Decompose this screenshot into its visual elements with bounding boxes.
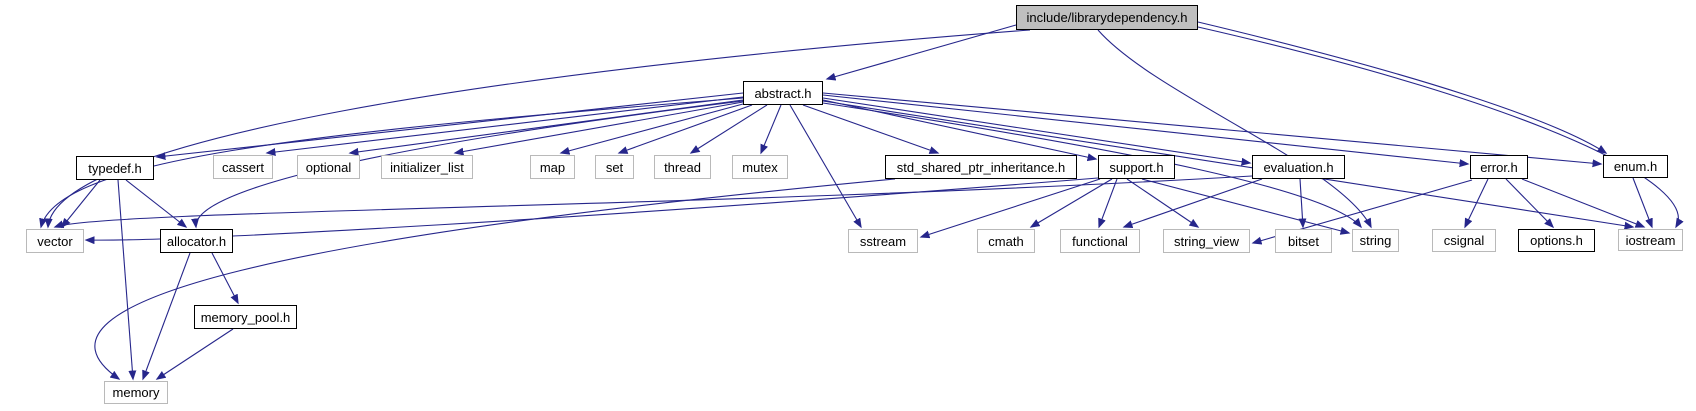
edge-evaluation-to-functional xyxy=(1122,178,1263,228)
node-stdshared[interactable]: std_shared_ptr_inheritance.h xyxy=(885,155,1077,179)
edge-support-to-functional xyxy=(1098,178,1118,229)
edge-support-to-vector xyxy=(84,177,1099,245)
edge-abstract-to-enum xyxy=(822,92,1603,168)
edge-support-to-string xyxy=(1141,178,1351,235)
edge-abstract-to-mutex xyxy=(760,104,782,155)
node-sstream: sstream xyxy=(848,229,918,253)
edge-evaluation-to-vector xyxy=(53,175,1253,229)
node-set: set xyxy=(595,155,634,179)
node-functional: functional xyxy=(1060,229,1140,253)
edge-abstract-to-set xyxy=(617,104,753,154)
node-thread: thread xyxy=(654,155,711,179)
edge-support-to-cmath xyxy=(1029,178,1113,228)
edge-root-to-iostream xyxy=(1197,26,1684,229)
node-mutex: mutex xyxy=(732,155,788,179)
edge-abstract-to-thread xyxy=(689,104,768,154)
edge-typedef-to-memory xyxy=(117,179,137,381)
edge-abstract-to-sstream xyxy=(789,104,862,229)
edge-allocator-to-memory xyxy=(142,252,191,381)
node-cmath: cmath xyxy=(977,229,1035,253)
edge-abstract-to-cassert xyxy=(265,96,744,156)
edge-abstract-to-typedef xyxy=(155,92,744,161)
node-typedef[interactable]: typedef.h xyxy=(76,156,154,180)
edge-support-to-string_view xyxy=(1126,178,1200,228)
edge-stdshared-to-memory xyxy=(94,178,896,380)
edge-typedef-to-vector xyxy=(61,179,101,229)
node-support[interactable]: support.h xyxy=(1098,155,1175,179)
edge-root-to-vector xyxy=(44,29,1031,229)
edge-memory_pool-to-memory xyxy=(155,328,234,380)
node-map: map xyxy=(530,155,575,179)
edge-abstract-to-initializer_list xyxy=(453,101,744,156)
edge-evaluation-to-bitset xyxy=(1298,178,1307,229)
edge-support-to-sstream xyxy=(919,178,1101,239)
node-options[interactable]: options.h xyxy=(1518,229,1595,252)
edge-error-to-iostream xyxy=(1521,178,1646,228)
node-string: string xyxy=(1352,229,1399,252)
node-vector: vector xyxy=(26,229,84,253)
edge-abstract-to-vector xyxy=(39,97,744,229)
node-cassert: cassert xyxy=(213,155,273,179)
edge-typedef-to-allocator xyxy=(125,179,188,228)
edge-root-to-enum xyxy=(1197,21,1608,154)
edge-abstract-to-map xyxy=(559,103,744,155)
edge-abstract-to-iostream xyxy=(822,100,1635,230)
node-csignal: csignal xyxy=(1432,229,1496,252)
node-error[interactable]: error.h xyxy=(1470,155,1528,179)
node-bitset: bitset xyxy=(1275,229,1332,253)
edge-abstract-to-stdshared xyxy=(802,104,940,154)
node-iostream: iostream xyxy=(1618,229,1683,251)
node-evaluation[interactable]: evaluation.h xyxy=(1252,155,1345,179)
edge-enum-to-iostream xyxy=(1632,177,1653,229)
edge-root-to-string xyxy=(1097,29,1372,229)
edge-error-to-csignal xyxy=(1464,178,1489,229)
node-string_view: string_view xyxy=(1163,229,1250,253)
node-root: include/librarydependency.h xyxy=(1016,5,1198,30)
edge-abstract-to-string xyxy=(822,102,1362,229)
edge-abstract-to-evaluation xyxy=(822,97,1252,166)
edge-abstract-to-error xyxy=(822,94,1470,168)
node-optional: optional xyxy=(297,155,360,179)
node-allocator[interactable]: allocator.h xyxy=(160,229,233,253)
node-enum[interactable]: enum.h xyxy=(1603,155,1668,178)
node-memory: memory xyxy=(104,381,168,404)
node-abstract[interactable]: abstract.h xyxy=(743,81,823,105)
node-memory_pool[interactable]: memory_pool.h xyxy=(194,305,297,329)
node-initializer_list: initializer_list xyxy=(381,155,473,179)
edge-error-to-options xyxy=(1505,178,1555,229)
edge-allocator-to-memory_pool xyxy=(211,252,239,305)
